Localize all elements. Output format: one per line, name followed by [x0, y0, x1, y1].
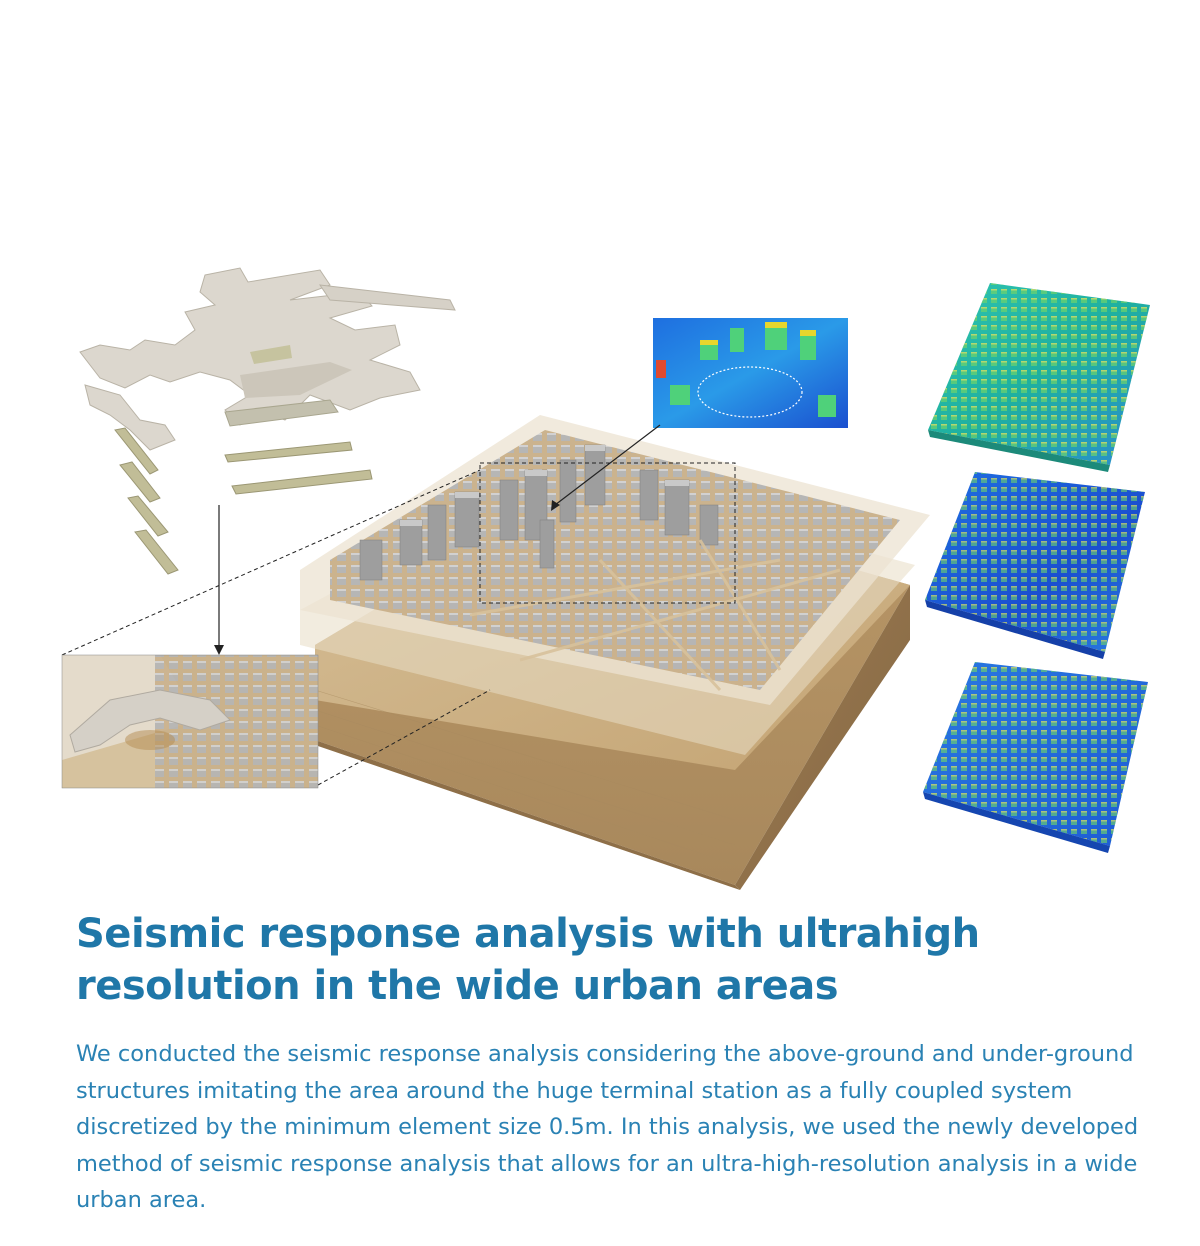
- result-panel-3: [923, 662, 1148, 853]
- result-panel-2: [925, 472, 1145, 659]
- zoom-connectors: [61, 469, 491, 786]
- arrow-down-head: [214, 645, 224, 655]
- heatmap-inset: [551, 318, 848, 511]
- urban-model-illustration: [61, 267, 1150, 890]
- city-model: [300, 415, 930, 890]
- underground-structure-model: [79, 267, 456, 451]
- description-paragraph: We conducted the seismic response analys…: [76, 1041, 1139, 1213]
- tunnel-segments: [114, 427, 373, 575]
- page-title: Seismic response analysis with ultrahigh…: [76, 911, 980, 1009]
- closeup-inset: [61, 654, 319, 789]
- result-panel-1: [928, 283, 1150, 472]
